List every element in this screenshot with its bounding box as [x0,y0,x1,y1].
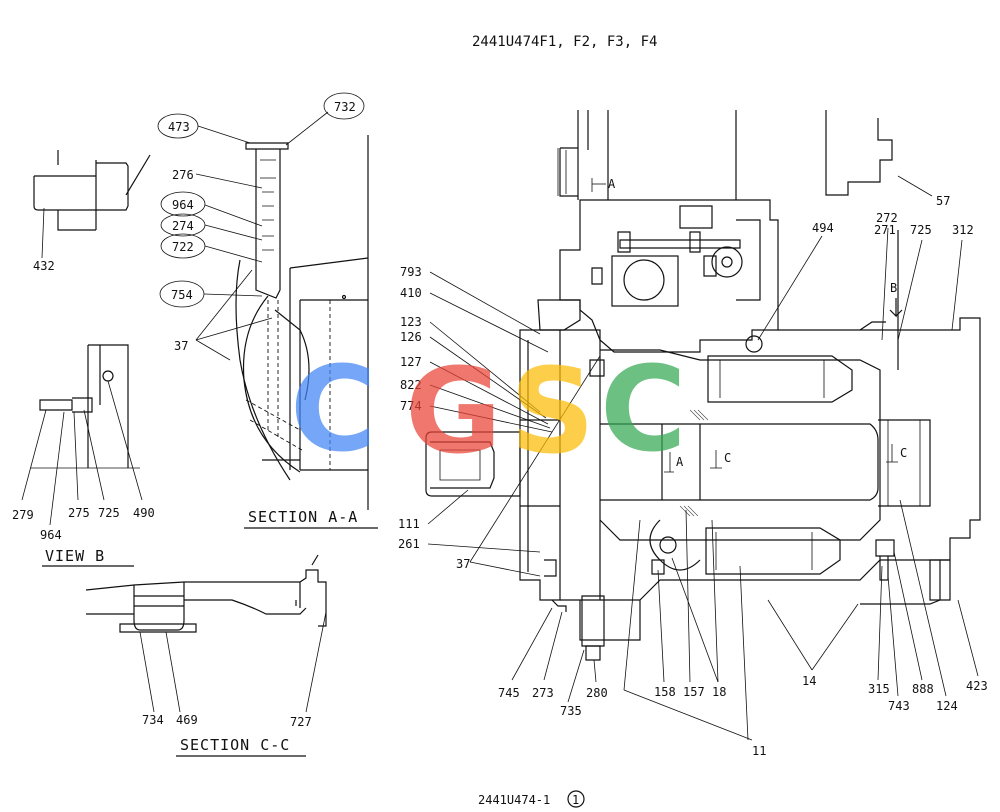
cut-mark-c-mid: C [724,451,731,465]
cut-mark-a-mid: A [676,455,684,469]
sheet-mark-circle [567,790,585,808]
part-label-743: 743 [888,699,910,713]
part-label-279: 279 [12,508,34,522]
section-aa-caption: SECTION A-A [248,508,358,526]
sheet-mark: 1 [572,793,579,807]
section-cc-caption: SECTION C-C [180,736,290,754]
part-label-127: 127 [400,355,422,369]
part-label-754: 754 [171,288,193,302]
part-label-14: 14 [802,674,816,688]
part-label-888: 888 [912,682,934,696]
drawing-title: 2441U474F1, F2, F3, F4 [472,34,657,50]
part-label-490: 490 [133,506,155,520]
part-label-261: 261 [398,537,420,551]
part-label-111: 111 [398,517,420,531]
part-label-315: 315 [868,682,890,696]
part-label-158: 158 [654,685,676,699]
watermark-letter-c1: C [290,340,377,478]
part-label-964: 964 [172,198,194,212]
part-label-793: 793 [400,265,422,279]
part-label-123: 123 [400,315,422,329]
part-label-964-view-b: 964 [40,528,62,542]
part-label-774: 774 [400,399,422,413]
part-label-432: 432 [33,259,55,273]
main-assembly-group: A 57 494 272 271 725 312 B [398,110,988,758]
part-label-734: 734 [142,713,164,727]
part-label-37-main: 37 [456,557,470,571]
part-label-18: 18 [712,685,726,699]
part-label-11: 11 [752,744,766,758]
part-label-157: 157 [683,685,705,699]
cut-mark-c-right: C [900,446,907,460]
part-label-469: 469 [176,713,198,727]
section-aa-group: 473 732 276 964 274 722 754 37 SECTION A… [157,92,378,529]
part-label-735: 735 [560,704,582,718]
watermark-letter-c2: C [600,340,687,478]
part-label-423: 423 [966,679,988,693]
part-label-271: 271 [874,223,896,237]
part-label-722: 722 [172,240,194,254]
part-label-494: 494 [812,221,834,235]
part-label-280: 280 [586,686,608,700]
cut-mark-b-top: B [890,281,897,295]
part-label-822: 822 [400,378,422,392]
part-label-732: 732 [334,100,356,114]
watermark-letter-g: G [405,342,502,480]
part-label-57: 57 [936,194,950,208]
cgsc-watermark: C G S C [290,340,687,480]
part-label-37-section-aa: 37 [174,339,188,353]
watermark-letter-s: S [510,342,595,480]
part-label-126: 126 [400,330,422,344]
part-label-124: 124 [936,699,958,713]
part-label-410: 410 [400,286,422,300]
part-label-275: 275 [68,506,90,520]
part-label-725-main: 725 [910,223,932,237]
view-b-group: 432 279 964 275 725 490 VIEW B [12,150,155,567]
part-label-725-view-b: 725 [98,506,120,520]
part-label-727: 727 [290,715,312,729]
part-label-473: 473 [168,120,190,134]
part-label-312: 312 [952,223,974,237]
section-cc-group: 734 469 727 SECTION C-C [85,554,327,757]
cut-mark-a-top: A [608,177,616,191]
part-label-276: 276 [172,168,194,182]
view-b-caption: VIEW B [45,547,105,565]
part-label-273: 273 [532,686,554,700]
part-label-272: 272 [876,211,898,225]
part-label-274: 274 [172,219,194,233]
drawing-number: 2441U474-1 [478,793,550,807]
part-label-745: 745 [498,686,520,700]
